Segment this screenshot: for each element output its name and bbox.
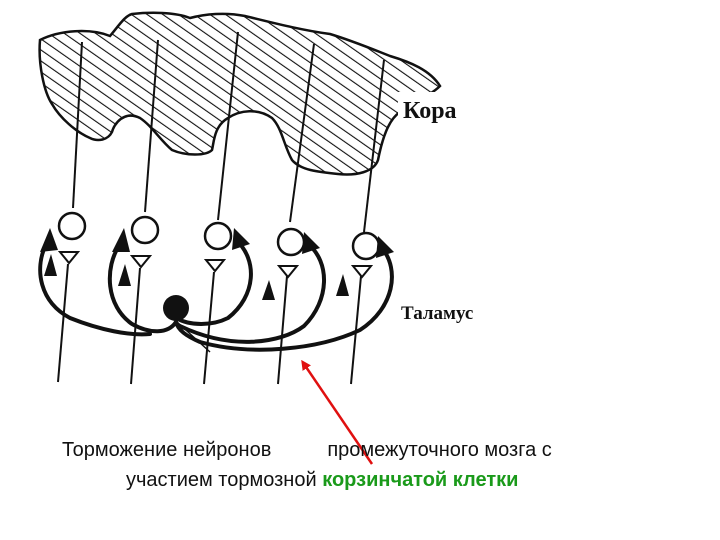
afferent-arrows — [44, 254, 349, 300]
afferent-4 — [278, 276, 287, 384]
afferent-arrowhead-2 — [118, 264, 131, 286]
terminal-3 — [206, 260, 224, 271]
terminal-2 — [132, 256, 150, 267]
afferent-arrowhead-3 — [262, 280, 275, 300]
afferent-1 — [58, 264, 68, 382]
loop-arrowhead-2 — [112, 228, 130, 252]
basket-cell-body — [163, 295, 189, 321]
relay-neuron-5 — [353, 233, 379, 259]
caption-line-2: участием тормозной корзинчатой клетки — [126, 466, 518, 494]
loop-arrowhead-3 — [232, 228, 250, 250]
afferent-3 — [204, 272, 214, 384]
loop-arrowhead-4 — [302, 232, 320, 254]
caption-line1-part1: Торможение нейронов — [62, 439, 271, 461]
relay-neuron-3 — [205, 223, 231, 249]
relay-neuron-4 — [278, 229, 304, 255]
loop-arrowhead-5 — [376, 236, 394, 258]
loop-4 — [180, 244, 324, 342]
caption-line2-plain: участием тормозной — [126, 469, 317, 491]
afferent-arrowhead-4 — [336, 274, 349, 296]
afferent-arrowhead-1 — [44, 254, 57, 276]
terminal-4 — [279, 266, 297, 277]
thalamus-label: Таламус — [401, 303, 473, 324]
loop-arrowhead-1 — [40, 228, 58, 252]
relay-neuron-1 — [59, 213, 85, 239]
relay-neuron-2 — [132, 217, 158, 243]
caption-highlight: корзинчатой клетки — [322, 469, 518, 491]
terminal-1 — [60, 252, 78, 263]
terminal-5 — [353, 266, 371, 277]
cortex-region — [40, 13, 482, 175]
caption-line-1: Торможение нейронов промежуточного мозга … — [62, 436, 552, 464]
cortex-label: Кора — [403, 98, 457, 124]
caption-line1-part2: промежуточного мозга с — [327, 439, 551, 461]
